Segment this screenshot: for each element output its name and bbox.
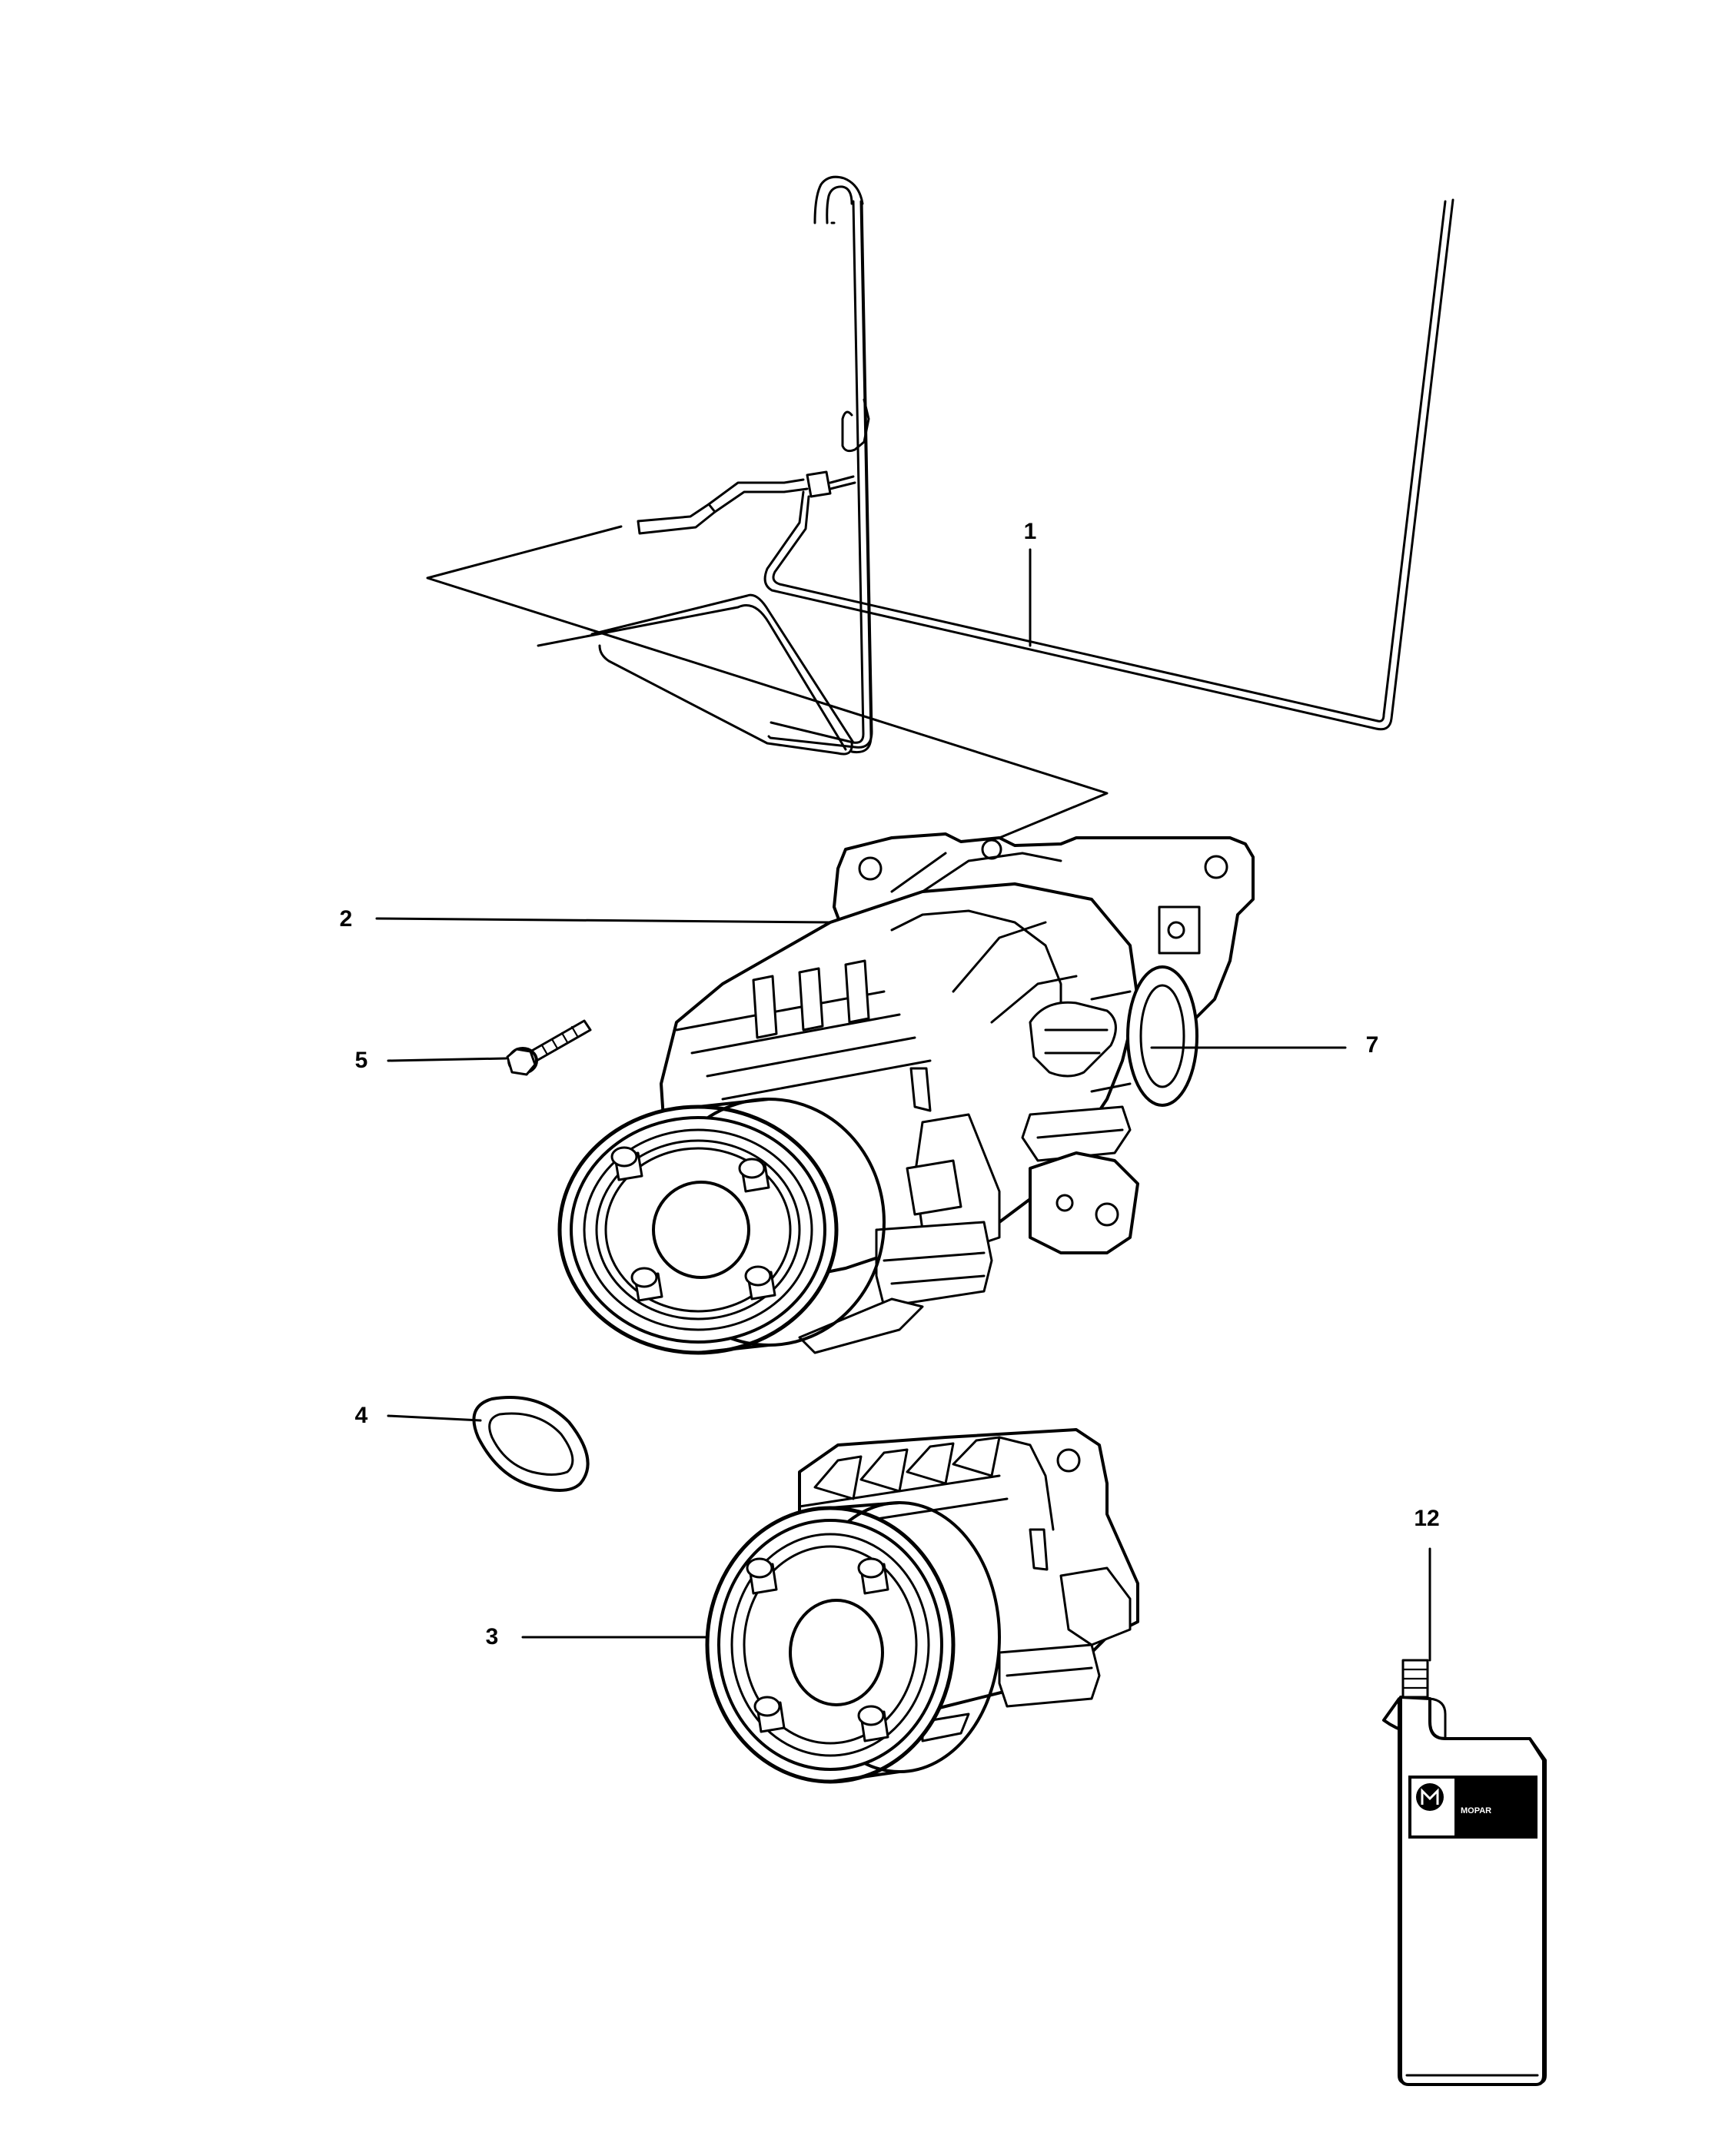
studs-part-3 [746,1557,889,1742]
vent-tube-outline [637,198,1454,731]
studs-part-2 [610,1146,776,1302]
callout-1: 1 [1023,519,1037,544]
callout-4: 4 [354,1403,368,1428]
leader-lines [375,525,1431,1662]
callout-5: 5 [354,1048,368,1073]
fluid-bottle-part-12 [1382,1659,1547,2086]
callout-12: 12 [1414,1506,1440,1531]
callout-2: 2 [339,906,353,932]
bottle-logo-text: MOPAR [1461,1806,1492,1815]
vent-tube-part-1 [537,175,873,756]
callout-7: 7 [1365,1032,1379,1058]
differential-part-3 [705,1428,1139,1784]
axle-housing-part-2 [557,832,1255,1355]
gasket-part-4 [472,1396,590,1492]
bolt-part-5 [506,1019,592,1076]
callout-3: 3 [485,1624,499,1649]
